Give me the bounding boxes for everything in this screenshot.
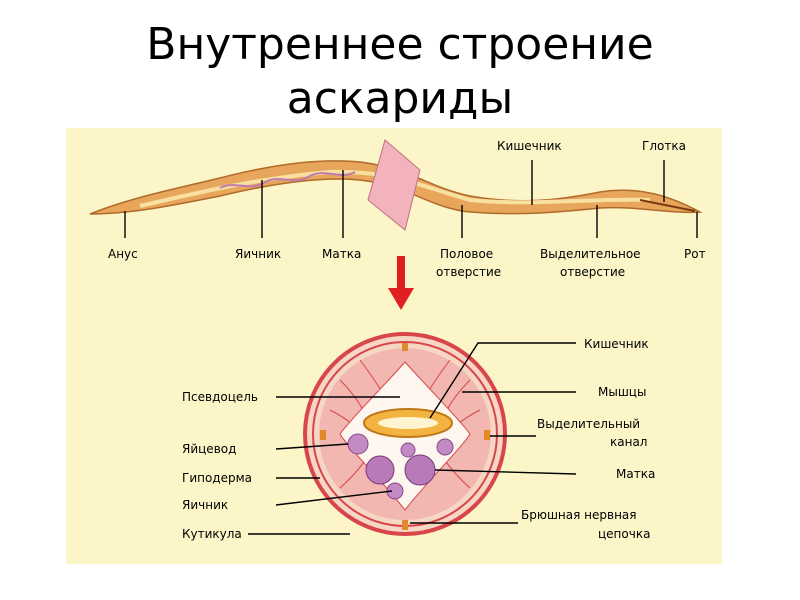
label-excretory-opening-1: Выделительное — [540, 247, 641, 261]
label-intestine-top: Кишечник — [497, 139, 562, 153]
uterus-section-1 — [365, 455, 395, 485]
label-ventral-cord-1: Брюшная нервная — [521, 508, 637, 522]
label-excretory-canal-2: канал — [610, 435, 647, 449]
label-ventral-cord-2: цепочка — [598, 527, 650, 541]
dorsal-nerve-cord — [402, 343, 408, 351]
worm-ovary-coil — [219, 171, 356, 189]
label-excretory-opening-2: отверстие — [560, 265, 625, 279]
label-uterus-top: Матка — [322, 247, 361, 261]
label-genital-opening-1: Половое — [440, 247, 493, 261]
worm-pharynx — [639, 199, 696, 212]
red-arrow — [388, 256, 414, 310]
label-hypodermis: Гиподерма — [182, 471, 252, 485]
intestine-lumen — [378, 417, 438, 429]
cross-leaders — [248, 342, 577, 535]
label-pharynx: Глотка — [642, 139, 686, 153]
worm-longitudinal — [89, 139, 703, 231]
label-pseudocoel: Псевдоцель — [182, 390, 258, 404]
oviduct-section — [347, 433, 369, 455]
label-genital-opening-2: отверстие — [436, 265, 501, 279]
cross-section — [303, 332, 507, 536]
label-muscles: Мышцы — [598, 385, 646, 399]
label-uterus-cross: Матка — [616, 467, 655, 481]
label-excretory-canal-1: Выделительный — [537, 417, 640, 431]
excretory-canal-right — [484, 430, 490, 440]
longitudinal-leaders — [124, 160, 698, 238]
title-line-1: Внутреннее строение — [146, 19, 654, 70]
cut-plane — [367, 139, 421, 231]
label-oviduct: Яйцевод — [182, 442, 236, 456]
ovary-section-3 — [436, 438, 454, 456]
label-ovary-cross: Яичник — [182, 498, 228, 512]
slide-title: Внутреннее строение аскариды — [0, 18, 800, 126]
ovary-section-2 — [400, 442, 416, 458]
label-intestine-cross: Кишечник — [584, 337, 649, 351]
label-ovary-top: Яичник — [235, 247, 281, 261]
ventral-nerve-cord — [402, 520, 408, 530]
uterus-section-2 — [404, 454, 436, 486]
label-mouth: Рот — [684, 247, 706, 261]
label-cuticle: Кутикула — [182, 527, 242, 541]
title-line-2: аскариды — [286, 73, 514, 124]
label-anus: Анус — [108, 247, 138, 261]
excretory-canal-left — [320, 430, 326, 440]
